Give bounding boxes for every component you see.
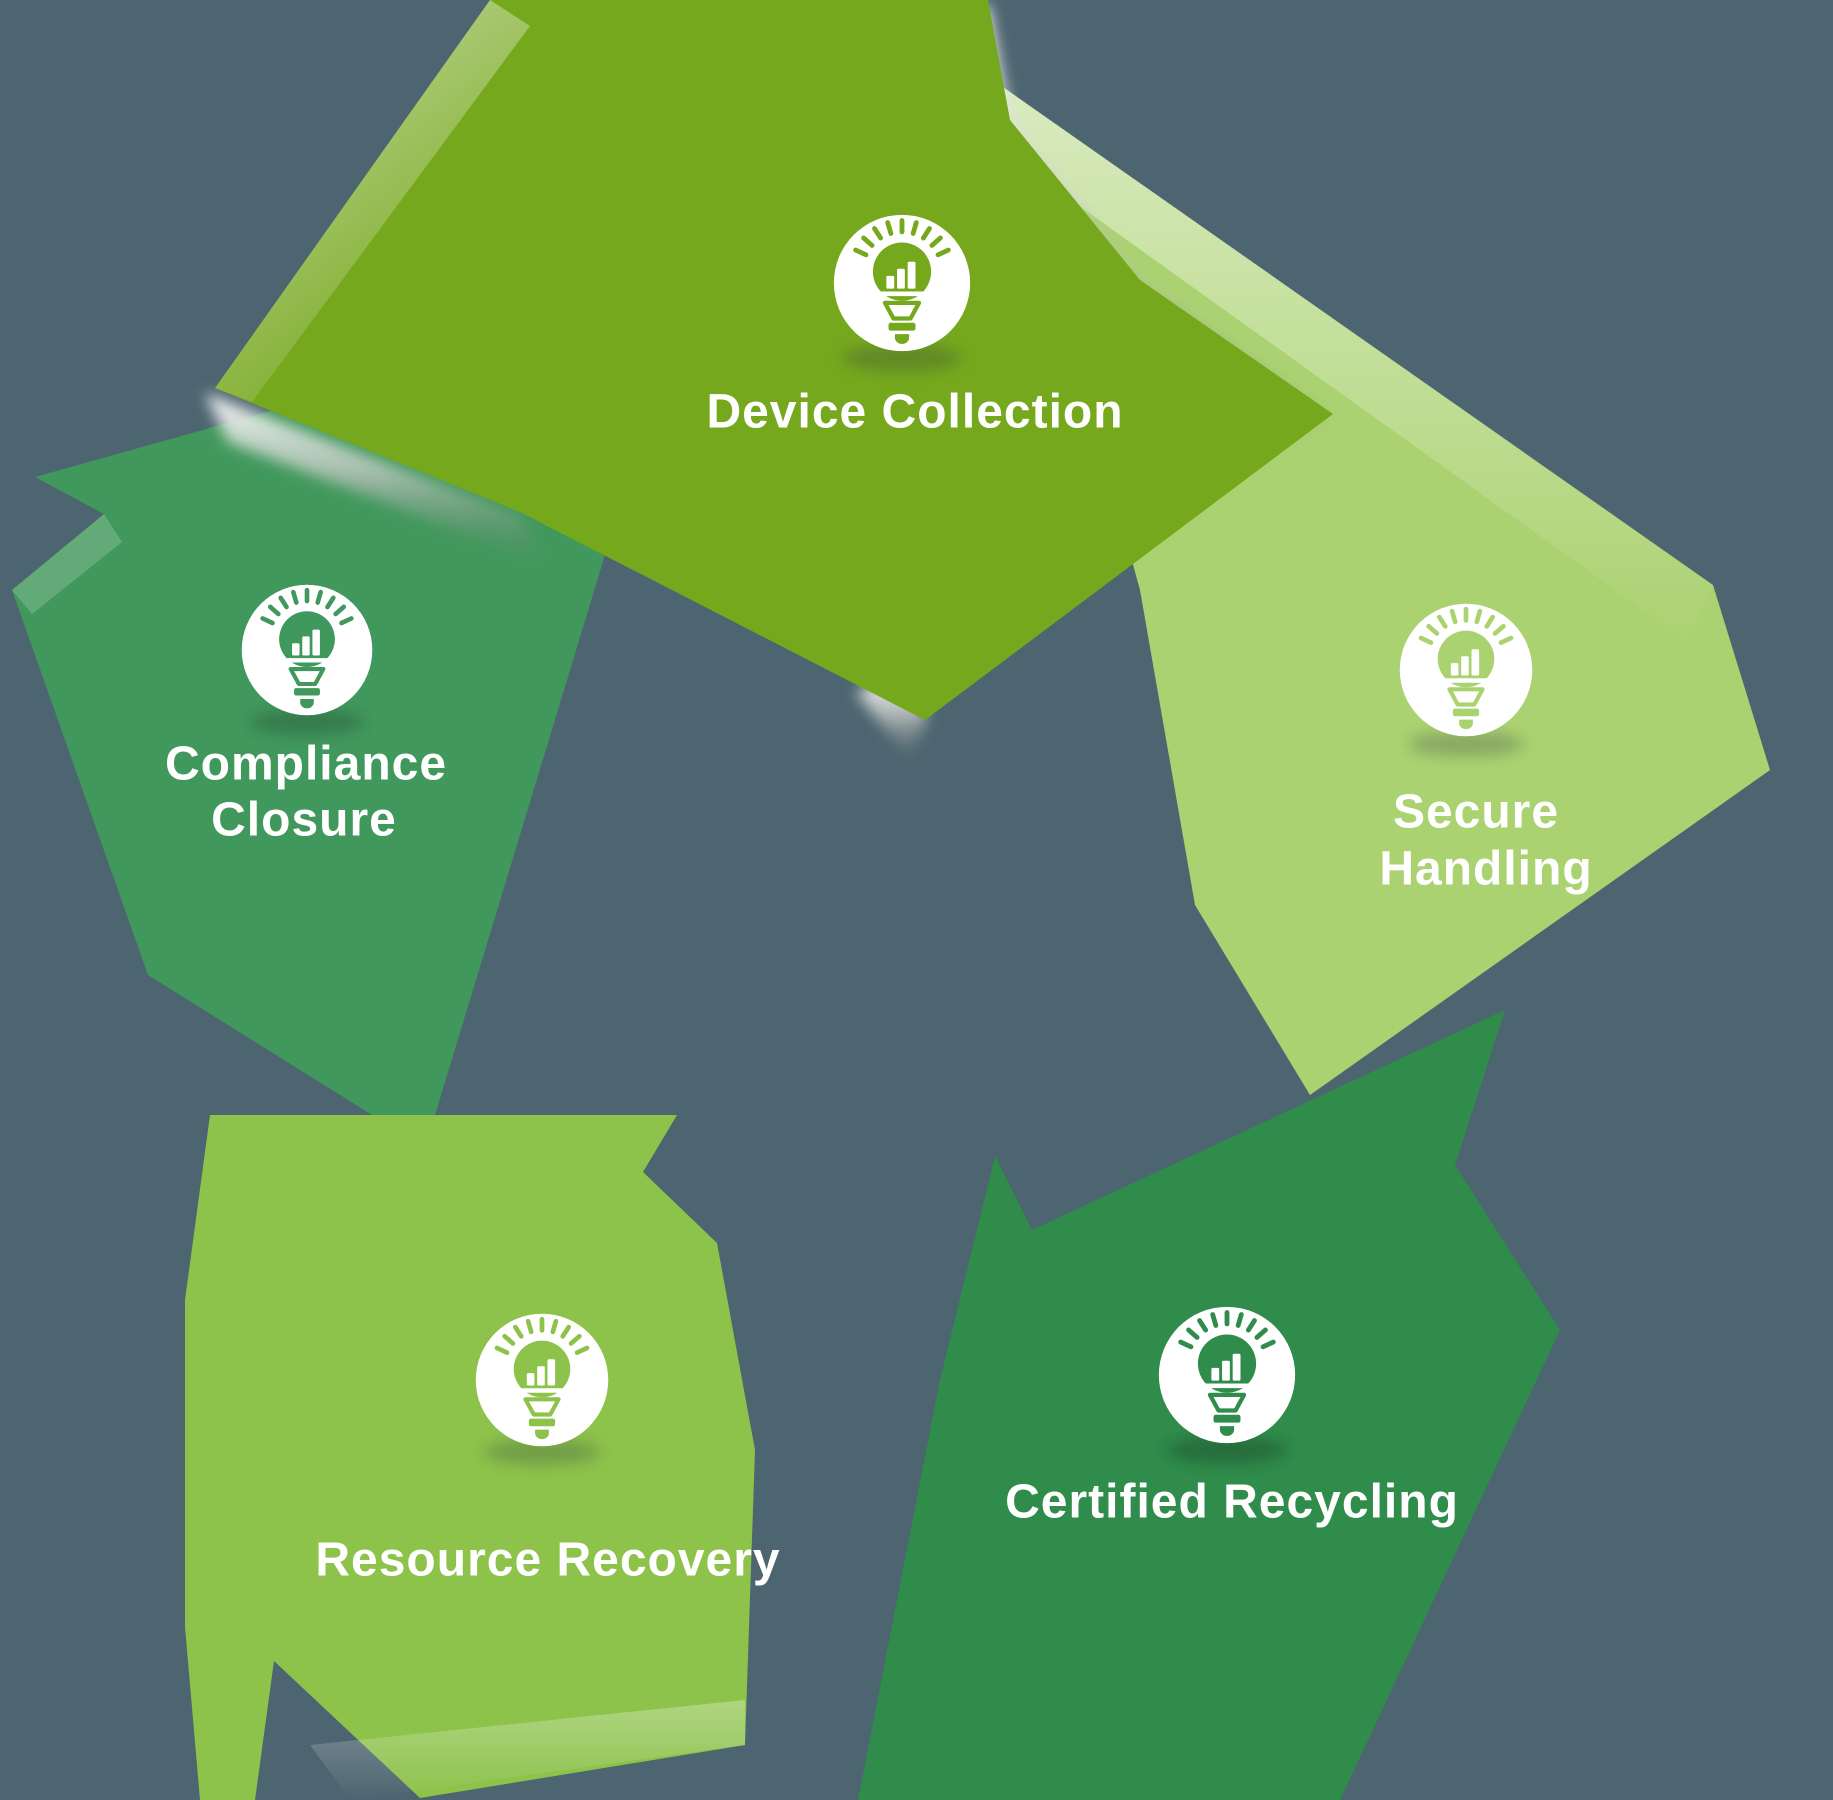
arrow-device-collection: [215, 0, 1333, 720]
step-label-resource-recovery: Resource Recovery: [315, 1534, 780, 1587]
step-label-compliance-closure-line1: Compliance: [165, 738, 447, 791]
resource-recovery-fold-highlight: [310, 1700, 745, 1800]
arrow-resource-recovery: [185, 1115, 755, 1800]
secure-handling-fold-highlight: [1000, 85, 1713, 642]
lightbulb-chart-icon: [476, 1314, 608, 1465]
step-label-device-collection: Device Collection: [706, 386, 1123, 439]
device-collection-fold-highlight: [215, 0, 530, 402]
lightbulb-chart-icon: [1159, 1307, 1295, 1464]
lightbulb-chart-icon: [242, 585, 373, 735]
step-label-secure-handling-line1: Secure: [1393, 786, 1559, 839]
fold-shadow-left: [205, 393, 548, 566]
step-label-certified-recycling: Certified Recycling: [1005, 1476, 1459, 1529]
step-label-secure-handling-line2: Handling: [1379, 843, 1592, 896]
lightbulb-chart-icon: [834, 215, 970, 372]
step-label-compliance-closure-line2: Closure: [211, 794, 397, 847]
arrow-compliance-closure: [12, 330, 608, 1148]
compliance-closure-edge-highlight: [12, 514, 122, 614]
lightbulb-chart-icon: [1400, 604, 1532, 757]
